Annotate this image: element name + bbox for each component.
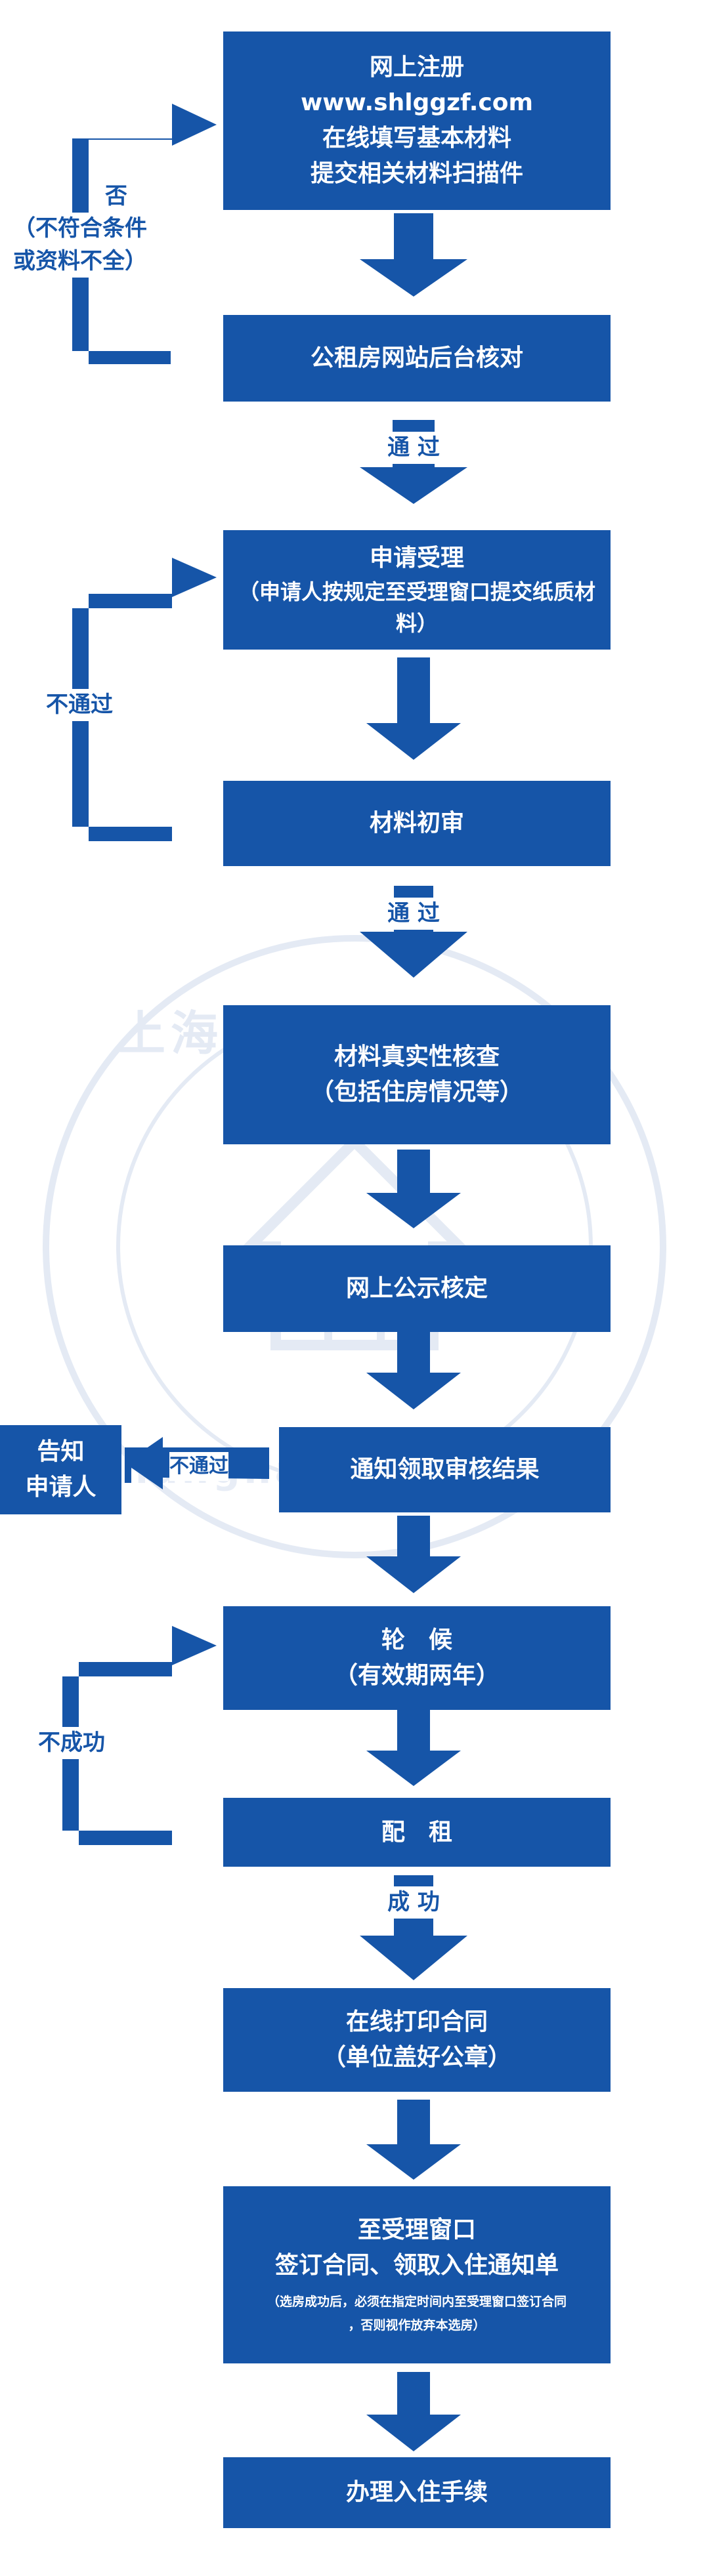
- arrow-down-7: [366, 1516, 461, 1593]
- arrow-down-9: [360, 1875, 467, 1980]
- notify-result-title: 通知领取审核结果: [350, 1456, 540, 1483]
- step-initial-review: 材料初审: [223, 781, 611, 866]
- step-publicity: 网上公示核定: [223, 1245, 611, 1332]
- window-subtitle: 签订合同、领取入住通知单: [274, 2251, 559, 2279]
- accept-title: 申请受理: [369, 545, 464, 571]
- authenticity-subtitle: （包括住房情况等）: [310, 1079, 523, 1106]
- arrow-down-8: [366, 1692, 461, 1786]
- arrow-down-11: [366, 2372, 461, 2451]
- arrow-down-1: [360, 213, 467, 297]
- window-note2: ，否则视作放弃本选房）: [348, 2318, 486, 2333]
- register-title: 网上注册: [369, 54, 464, 81]
- step-check-in: 办理入住手续: [223, 2457, 611, 2528]
- label-success: 成 功: [387, 1886, 440, 1919]
- waiting-title: 轮 候: [381, 1627, 452, 1653]
- label-no-reason1: （不符合条件: [13, 213, 147, 245]
- label-pass-2: 通 过: [387, 898, 440, 930]
- publicity-title: 网上公示核定: [345, 1275, 488, 1302]
- website-check-title: 公租房网站后台核对: [310, 344, 523, 371]
- register-line3: 在线填写基本材料: [322, 125, 511, 152]
- step-notify-applicant: 告知 申请人: [0, 1425, 121, 1514]
- initial-review-title: 材料初审: [369, 810, 464, 837]
- step-notify-result: 通知领取审核结果: [279, 1427, 611, 1512]
- notify-applicant-line1: 告知: [37, 1438, 85, 1465]
- step-accept: 申请受理 （申请人按规定至受理窗口提交纸质材料）: [223, 530, 611, 650]
- step-service-window: 至受理窗口 签订合同、领取入住通知单 （选房成功后，必须在指定时间内至受理窗口签…: [223, 2186, 611, 2363]
- label-no-text: 否: [105, 183, 127, 209]
- step-allocation: 配 租: [223, 1798, 611, 1867]
- check-in-title: 办理入住手续: [345, 2479, 488, 2506]
- step-website-check: 公租房网站后台核对: [223, 315, 611, 402]
- notify-applicant-line2: 申请人: [25, 1474, 97, 1501]
- print-contract-title: 在线打印合同: [345, 2008, 488, 2035]
- step-print-contract: 在线打印合同 （单位盖好公章）: [223, 1988, 611, 2092]
- step-waiting: 轮 候 （有效期两年）: [223, 1606, 611, 1710]
- arrow-down-5: [366, 1150, 461, 1228]
- arrow-down-6: [366, 1332, 461, 1409]
- label-no-reason2: 或资料不全）: [13, 245, 147, 278]
- arrow-down-3: [366, 657, 461, 760]
- window-note1: （选房成功后，必须在指定时间内至受理窗口签订合同: [267, 2294, 567, 2309]
- register-url: www.shlggzf.com: [301, 89, 533, 116]
- step-online-register: 网上注册 www.shlggzf.com 在线填写基本材料 提交相关材料扫描件: [223, 31, 611, 210]
- authenticity-title: 材料真实性核查: [333, 1043, 500, 1070]
- accept-subtitle: （申请人按规定至受理窗口提交纸质材料）: [238, 579, 595, 636]
- label-unsuccessful: 不成功: [38, 1727, 105, 1760]
- label-fail-1: 不通过: [46, 689, 113, 722]
- watermark-ring-outer: [43, 935, 666, 1558]
- arrow-left-head: [125, 1437, 163, 1489]
- arrow-down-10: [366, 2100, 461, 2180]
- step-authenticity-check: 材料真实性核查 （包括住房情况等）: [223, 1005, 611, 1144]
- loop-arrow-unsuccessful: [62, 1626, 217, 1845]
- allocation-title: 配 租: [381, 1818, 452, 1846]
- print-contract-subtitle: （单位盖好公章）: [322, 2044, 511, 2071]
- arrow-down-4: [360, 886, 467, 978]
- loop-arrow-no: [72, 104, 217, 364]
- window-title: 至受理窗口: [357, 2216, 476, 2243]
- waiting-subtitle: （有效期两年）: [333, 1662, 500, 1689]
- label-pass-1: 通 过: [387, 432, 440, 465]
- loop-arrow-fail: [72, 558, 217, 841]
- label-fail-2: 不通过: [169, 1452, 228, 1481]
- label-no: 否 （不符合条件 或资料不全）: [13, 180, 147, 278]
- register-line4: 提交相关材料扫描件: [310, 160, 523, 187]
